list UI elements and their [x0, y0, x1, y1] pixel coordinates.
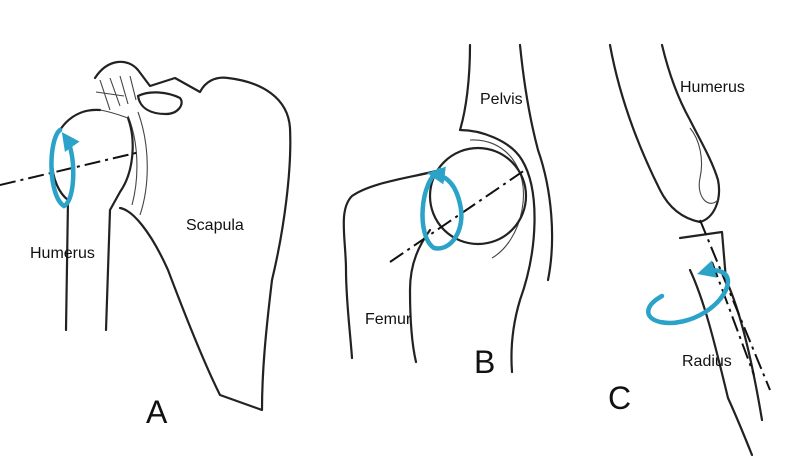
panel-c-elbow	[608, 43, 771, 457]
pelvis-outline	[458, 43, 536, 374]
label-humerus-c: Humerus	[680, 79, 745, 96]
rotation-arrow-b	[420, 166, 464, 251]
panel-b-hip	[342, 43, 554, 374]
panel-a-letter: A	[146, 394, 168, 430]
panel-c-letter: C	[608, 380, 632, 416]
humerus-a-neck	[99, 109, 129, 119]
axis-c-secondary	[711, 261, 755, 376]
scapula-process	[136, 91, 183, 116]
scapula-outline	[93, 60, 292, 412]
label-femur: Femur	[365, 311, 412, 328]
axis-c	[699, 219, 771, 391]
scapula-acromion	[95, 75, 137, 111]
panel-b-letter: B	[474, 344, 496, 380]
pelvis-outer	[518, 43, 554, 282]
femoral-head	[428, 146, 528, 246]
label-radius: Radius	[682, 353, 732, 370]
axis-b	[389, 169, 526, 263]
humerus-a-outline	[50, 108, 134, 332]
femur-outline	[342, 168, 442, 364]
label-scapula: Scapula	[186, 217, 244, 234]
rotation-arrow-c	[646, 260, 731, 326]
acetabulum-rim	[469, 139, 524, 259]
label-humerus-a: Humerus	[30, 245, 95, 262]
label-pelvis: Pelvis	[480, 91, 523, 108]
panel-a-shoulder	[0, 60, 292, 412]
radius-outline	[678, 230, 764, 457]
axis-a	[0, 151, 141, 186]
humerus-c-outline	[608, 43, 721, 224]
rotation-arrow-a	[49, 127, 80, 209]
humerus-c-condyle	[689, 127, 719, 204]
